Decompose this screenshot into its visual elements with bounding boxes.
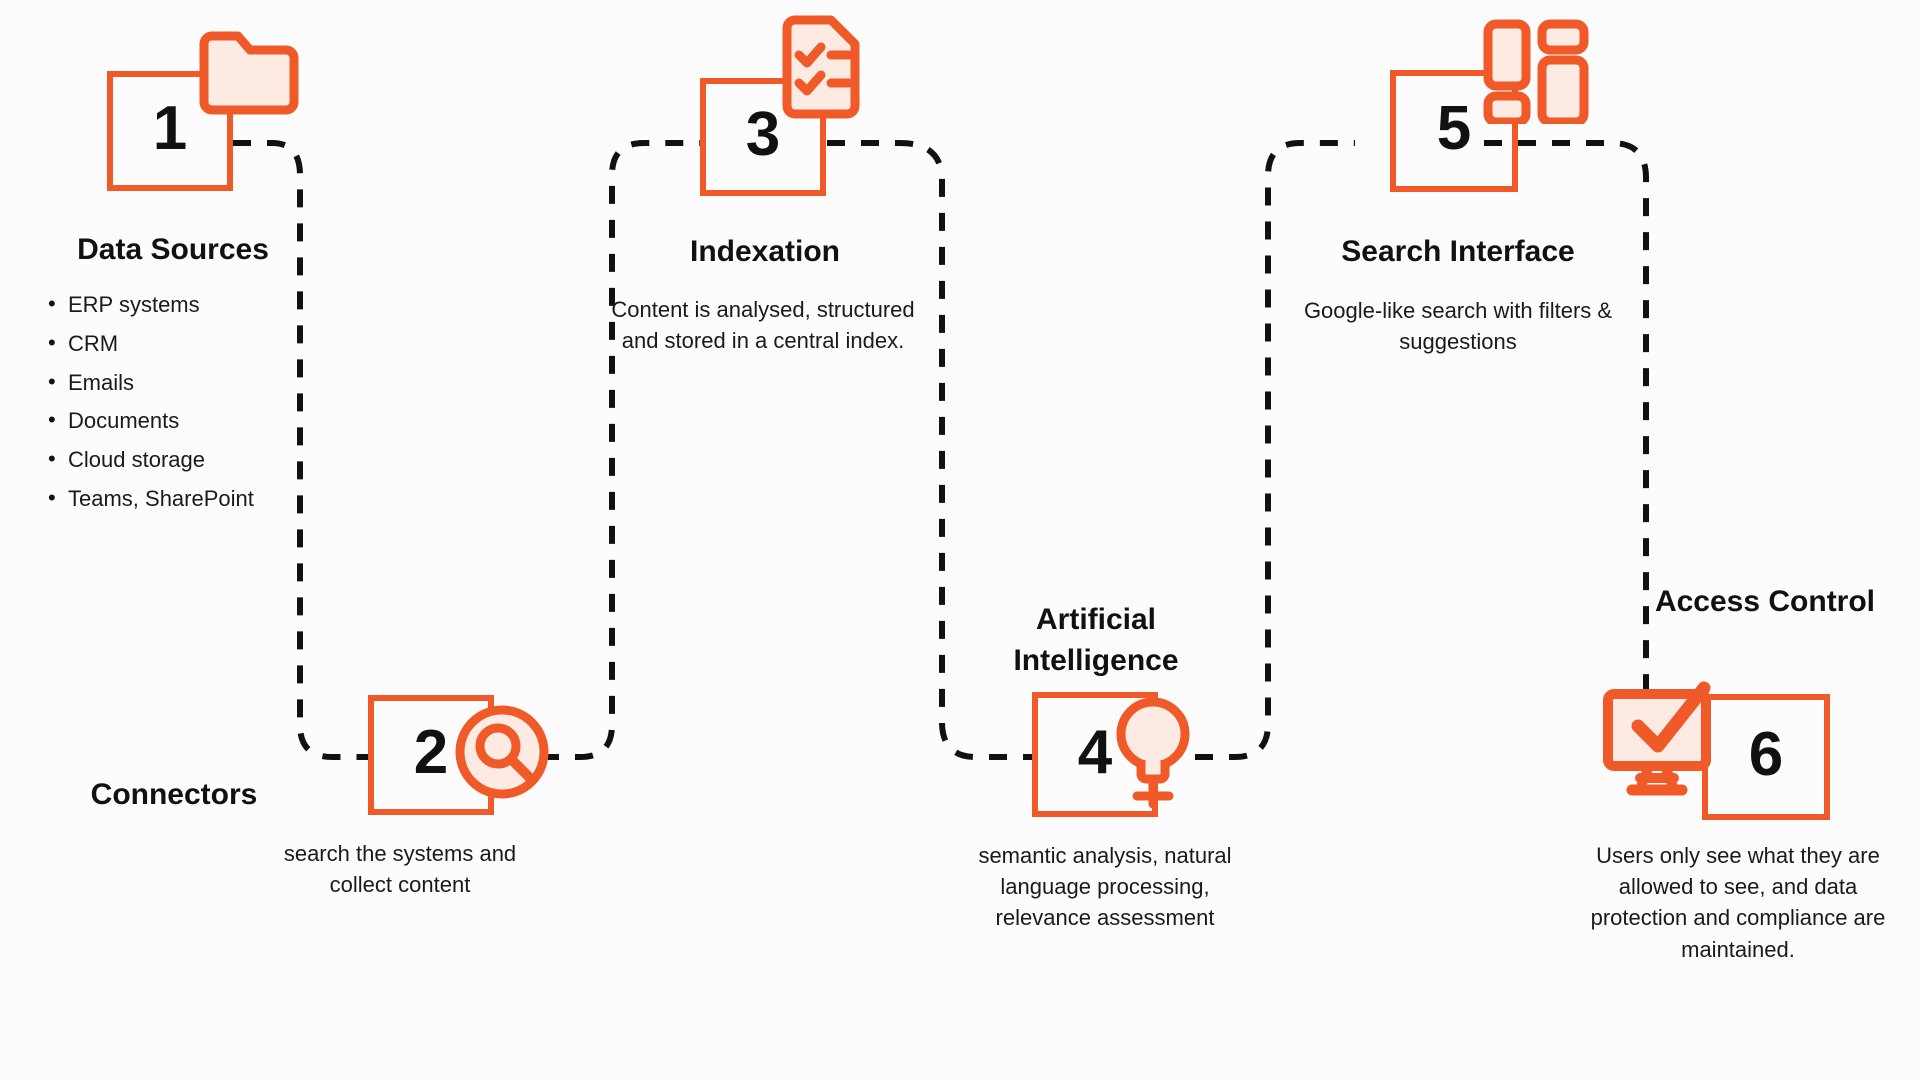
list-item: Emails xyxy=(42,367,342,399)
list-item: Documents xyxy=(42,405,342,437)
list-item: ERP systems xyxy=(42,289,342,321)
magnifier-icon xyxy=(450,700,560,815)
step-6-title: Access Control xyxy=(1654,585,1876,618)
step-4-description: semantic analysis, natural language proc… xyxy=(978,843,1232,931)
step-3-title: Indexation xyxy=(689,235,840,268)
list-item: Teams, SharePoint xyxy=(42,483,342,515)
step-5-description: Google-like search with filters & sugges… xyxy=(1303,298,1613,355)
footer: originstamp What Happens in the Backgrou… xyxy=(0,930,1920,1080)
step-1-number-box: 1 xyxy=(107,71,233,191)
step-3-description: Content is analysed, structured and stor… xyxy=(611,297,915,354)
step-3-number-box: 3 xyxy=(700,78,826,196)
folder-icon xyxy=(190,14,300,129)
step-1-number: 1 xyxy=(152,94,188,163)
list-item: Cloud storage xyxy=(42,444,342,476)
step-6-number-box: 6 xyxy=(1702,694,1830,820)
step-5-title: Search Interface xyxy=(1341,235,1575,268)
step-5-number-box: 5 xyxy=(1390,70,1518,192)
layout-grid-icon xyxy=(1478,14,1598,129)
step-5-number: 5 xyxy=(1436,94,1472,163)
list-item: CRM xyxy=(42,328,342,360)
step-4-number: 4 xyxy=(1077,717,1113,787)
monitor-check-icon xyxy=(1596,680,1736,815)
step-4-title: Artificial Intelligence xyxy=(1013,603,1179,677)
step-1-bullet-list: ERP systems CRM Emails Documents Cloud s… xyxy=(42,289,342,523)
step-1-title: Data Sources xyxy=(77,233,269,266)
step-6-number: 6 xyxy=(1748,720,1784,789)
step-3-number: 3 xyxy=(745,100,781,169)
step-2-description: search the systems and collect content xyxy=(283,841,517,898)
lightbulb-icon xyxy=(1105,686,1205,821)
step-6-description: Users only see what they are allowed to … xyxy=(1590,843,1886,962)
document-checklist-icon xyxy=(765,10,875,135)
step-2-title: Connectors xyxy=(90,778,258,811)
step-2-number: 2 xyxy=(413,718,449,787)
